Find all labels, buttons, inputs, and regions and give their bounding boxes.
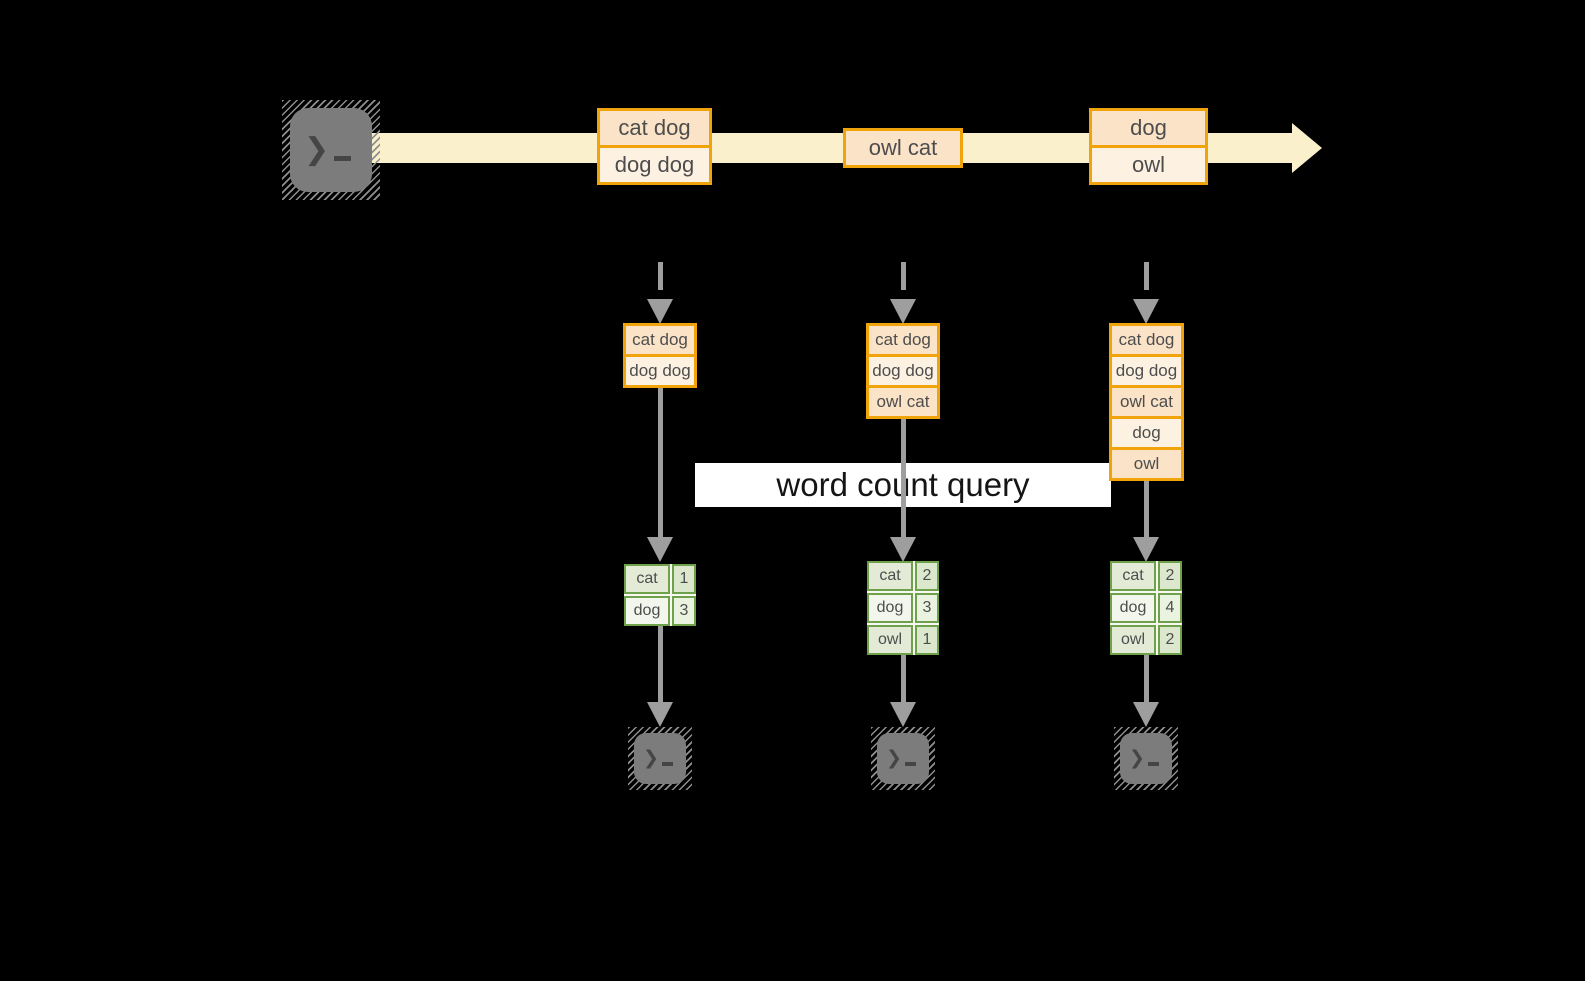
terminal-prompt-icon: ❯ xyxy=(304,133,330,166)
arrow-line xyxy=(1144,479,1149,537)
consumer-terminal-icon: ❯ xyxy=(1114,727,1178,790)
arrow-line xyxy=(901,655,906,702)
state-box-3: cat dog dog dog owl cat dog owl xyxy=(1109,323,1184,481)
stream-event-box-3: dog owl xyxy=(1089,108,1208,185)
down-arrowhead-icon xyxy=(890,299,916,324)
state-cell: dog dog xyxy=(866,354,940,388)
state-box-1: cat dog dog dog xyxy=(623,323,697,388)
down-arrowhead-icon xyxy=(647,299,673,324)
down-arrowhead-icon xyxy=(647,702,673,727)
down-arrowhead-icon xyxy=(890,702,916,727)
word-count-table-2: cat 2 dog 3 owl 1 xyxy=(867,561,939,655)
word-cell: dog xyxy=(624,596,670,626)
source-terminal-icon: ❯ xyxy=(282,100,380,200)
terminal-cursor-icon xyxy=(661,761,673,766)
dashed-arrow-segment xyxy=(658,262,663,290)
terminal-prompt-icon: ❯ xyxy=(1129,748,1145,769)
event-cell: dog dog xyxy=(597,145,712,185)
count-cell: 4 xyxy=(1158,593,1182,623)
terminal-screen: ❯ xyxy=(634,733,686,784)
word-count-table-1: cat 1 dog 3 xyxy=(624,564,696,626)
count-cell: 2 xyxy=(1158,561,1182,591)
terminal-screen: ❯ xyxy=(290,108,372,192)
down-arrowhead-icon xyxy=(1133,299,1159,324)
word-cell: cat xyxy=(624,564,670,594)
dashed-arrow-segment xyxy=(1144,262,1149,290)
state-cell: owl xyxy=(1109,447,1184,481)
word-cell: cat xyxy=(1110,561,1156,591)
state-box-2: cat dog dog dog owl cat xyxy=(866,323,940,419)
state-cell: dog xyxy=(1109,416,1184,450)
stream-arrowhead-icon xyxy=(1292,123,1322,173)
terminal-screen: ❯ xyxy=(1120,733,1172,784)
count-cell: 3 xyxy=(915,593,939,623)
arrow-line xyxy=(901,417,906,537)
terminal-cursor-icon xyxy=(904,761,916,766)
arrow-line xyxy=(658,387,663,537)
event-cell: dog xyxy=(1089,108,1208,148)
state-cell: dog dog xyxy=(623,354,697,388)
word-cell: owl xyxy=(867,625,913,655)
word-cell: cat xyxy=(867,561,913,591)
consumer-terminal-icon: ❯ xyxy=(628,727,692,790)
terminal-cursor-icon xyxy=(1147,761,1159,766)
event-cell: owl xyxy=(1089,145,1208,185)
state-cell: cat dog xyxy=(866,323,940,357)
stream-event-box-1: cat dog dog dog xyxy=(597,108,712,185)
stream-event-box-2: owl cat xyxy=(843,128,963,168)
terminal-prompt-icon: ❯ xyxy=(886,748,902,769)
arrow-line xyxy=(1144,655,1149,702)
dashed-arrow-segment xyxy=(901,262,906,290)
count-cell: 3 xyxy=(672,596,696,626)
terminal-screen: ❯ xyxy=(877,733,929,784)
word-cell: owl xyxy=(1110,625,1156,655)
state-cell: owl cat xyxy=(866,385,940,419)
event-cell: cat dog xyxy=(597,108,712,148)
terminal-cursor-icon xyxy=(334,155,352,161)
down-arrowhead-icon xyxy=(647,537,673,562)
count-cell: 2 xyxy=(915,561,939,591)
count-cell: 1 xyxy=(672,564,696,594)
consumer-terminal-icon: ❯ xyxy=(871,727,935,790)
arrow-line xyxy=(658,626,663,702)
count-cell: 2 xyxy=(1158,625,1182,655)
word-cell: dog xyxy=(867,593,913,623)
down-arrowhead-icon xyxy=(1133,537,1159,562)
down-arrowhead-icon xyxy=(890,537,916,562)
event-cell: owl cat xyxy=(843,128,963,168)
count-cell: 1 xyxy=(915,625,939,655)
down-arrowhead-icon xyxy=(1133,702,1159,727)
word-count-table-3: cat 2 dog 4 owl 2 xyxy=(1110,561,1182,655)
state-cell: cat dog xyxy=(1109,323,1184,357)
state-cell: dog dog xyxy=(1109,354,1184,388)
word-cell: dog xyxy=(1110,593,1156,623)
state-cell: owl cat xyxy=(1109,385,1184,419)
state-cell: cat dog xyxy=(623,323,697,357)
terminal-prompt-icon: ❯ xyxy=(643,748,659,769)
